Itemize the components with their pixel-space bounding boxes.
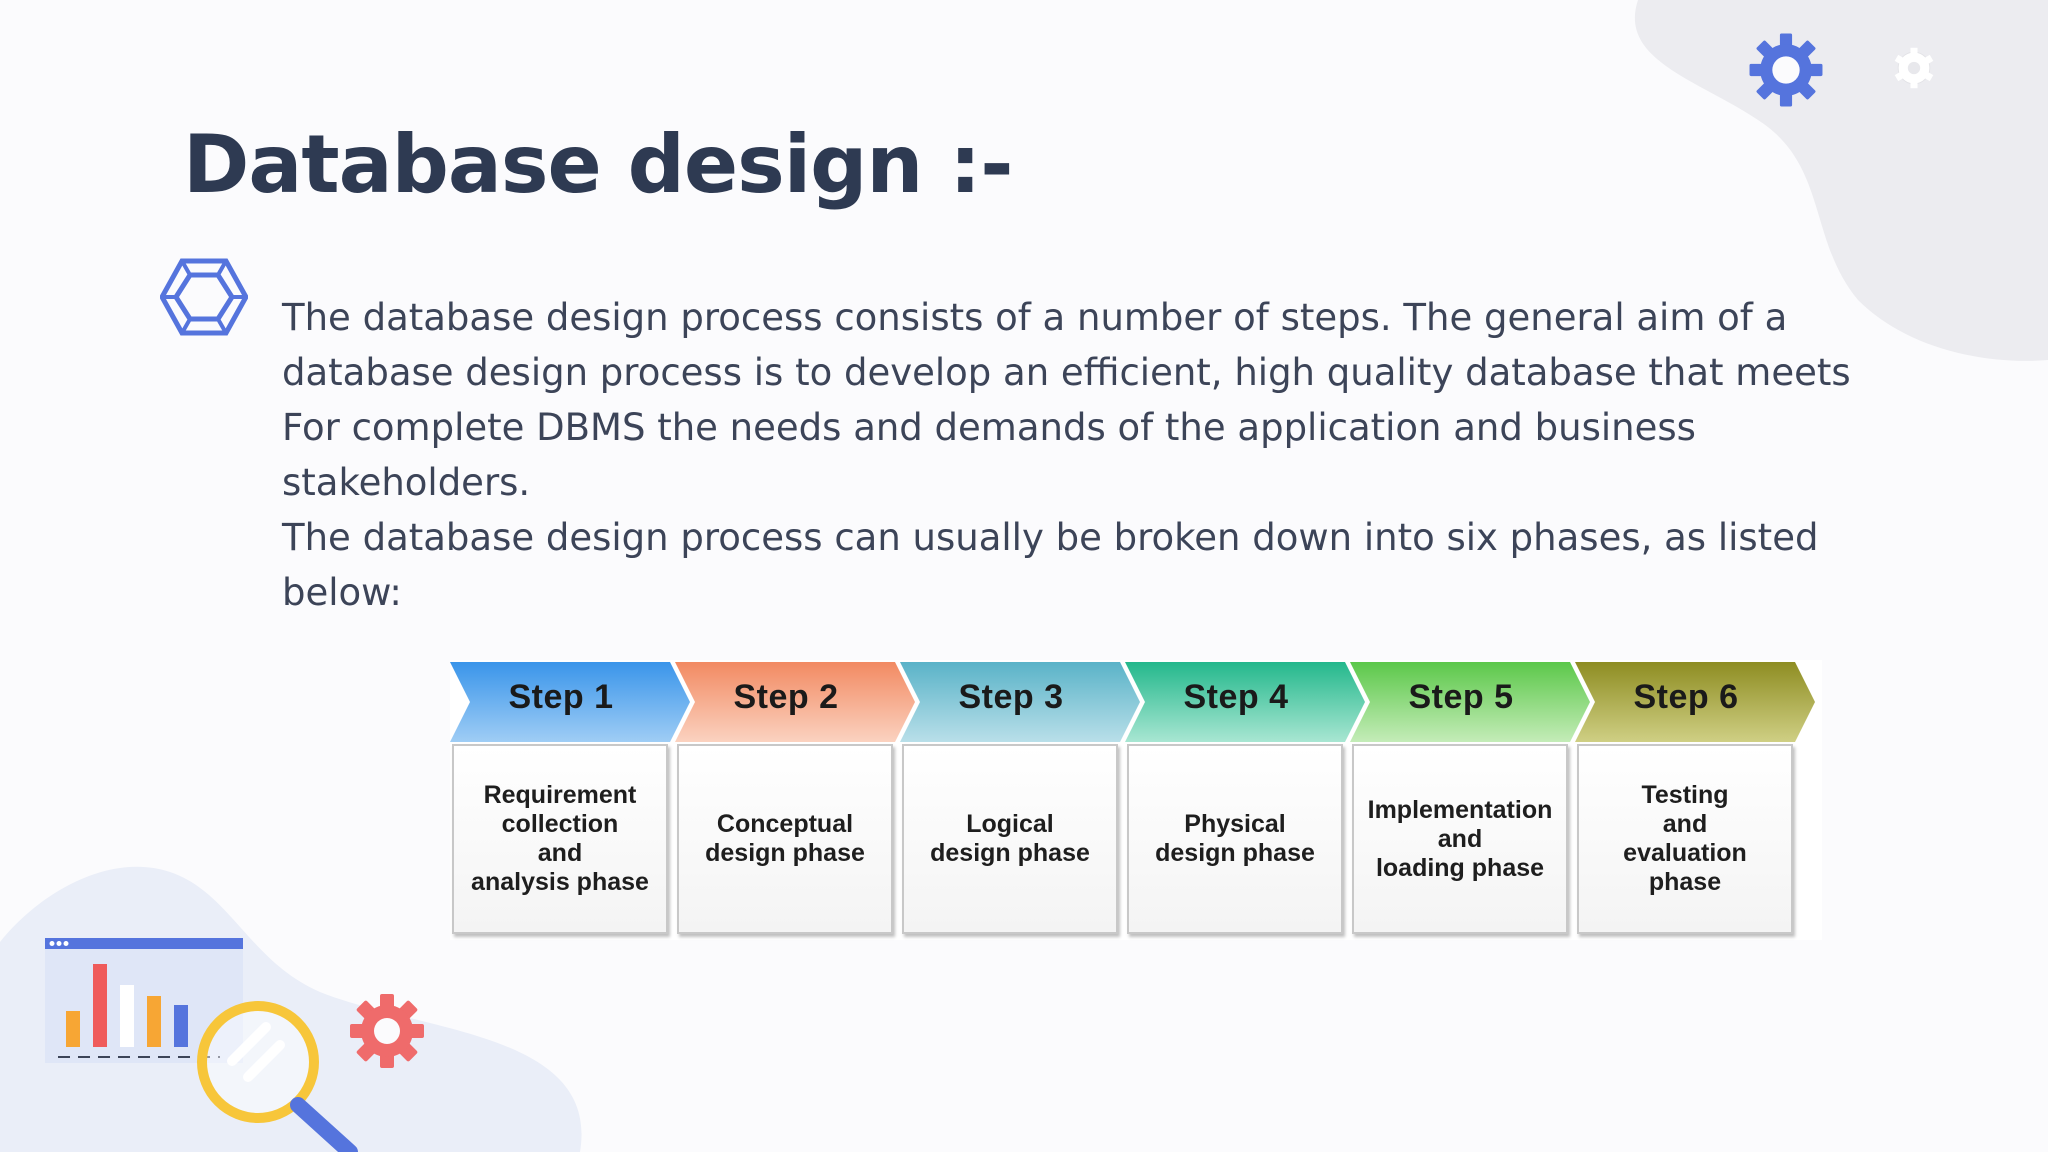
- step-5: Step 5 Implementation and loading phase: [1350, 660, 1590, 940]
- phases-paragraph: The database design process can usually …: [282, 516, 1819, 614]
- step-label: Step 2: [733, 678, 839, 716]
- corner-blob-top-right: [1634, 0, 2048, 361]
- gear-icon-red: [350, 994, 424, 1068]
- step-label: Step 5: [1408, 678, 1514, 716]
- step-description: Logical design phase: [930, 810, 1090, 867]
- design-steps-diagram: Step 1 Requirement collection and analys…: [450, 660, 1822, 940]
- hexagon-icon: [160, 258, 248, 336]
- step-box: Implementation and loading phase: [1352, 744, 1568, 934]
- step-box: Conceptual design phase: [677, 744, 893, 934]
- magnifier-icon: [197, 1001, 358, 1152]
- step-arrow: [1125, 662, 1365, 742]
- slide-title: Database design :-: [183, 118, 1013, 211]
- step-2: Step 2 Conceptual design phase: [675, 660, 915, 940]
- step-arrow: [675, 662, 915, 742]
- step-3: Step 3 Logical design phase: [900, 660, 1140, 940]
- step-description: Testing and evaluation phase: [1623, 781, 1747, 896]
- step-1: Step 1 Requirement collection and analys…: [450, 660, 690, 940]
- step-description: Requirement collection and analysis phas…: [471, 781, 649, 896]
- step-description: Implementation and loading phase: [1367, 795, 1553, 882]
- step-arrow: [450, 662, 690, 742]
- analytics-illustration: [45, 938, 424, 1152]
- step-description: Conceptual design phase: [705, 810, 865, 867]
- step-4: Step 4 Physical design phase: [1125, 660, 1365, 940]
- step-box: Logical design phase: [902, 744, 1118, 934]
- body-text: The database design process consists of …: [282, 290, 1862, 620]
- gear-icon-small: [1894, 47, 1934, 89]
- step-label: Step 3: [958, 678, 1064, 716]
- step-label: Step 4: [1183, 678, 1289, 716]
- step-arrow: [1575, 662, 1815, 742]
- step-box: Physical design phase: [1127, 744, 1343, 934]
- step-label: Step 6: [1633, 678, 1739, 716]
- step-description: Physical design phase: [1155, 810, 1315, 867]
- intro-paragraph: The database design process consists of …: [282, 296, 1851, 504]
- gear-icon: [1749, 33, 1823, 107]
- step-box: Requirement collection and analysis phas…: [452, 744, 668, 934]
- step-arrow: [1350, 662, 1590, 742]
- step-6: Step 6 Testing and evaluation phase: [1575, 660, 1815, 940]
- step-label: Step 1: [508, 678, 614, 716]
- step-arrow: [900, 662, 1140, 742]
- step-box: Testing and evaluation phase: [1577, 744, 1793, 934]
